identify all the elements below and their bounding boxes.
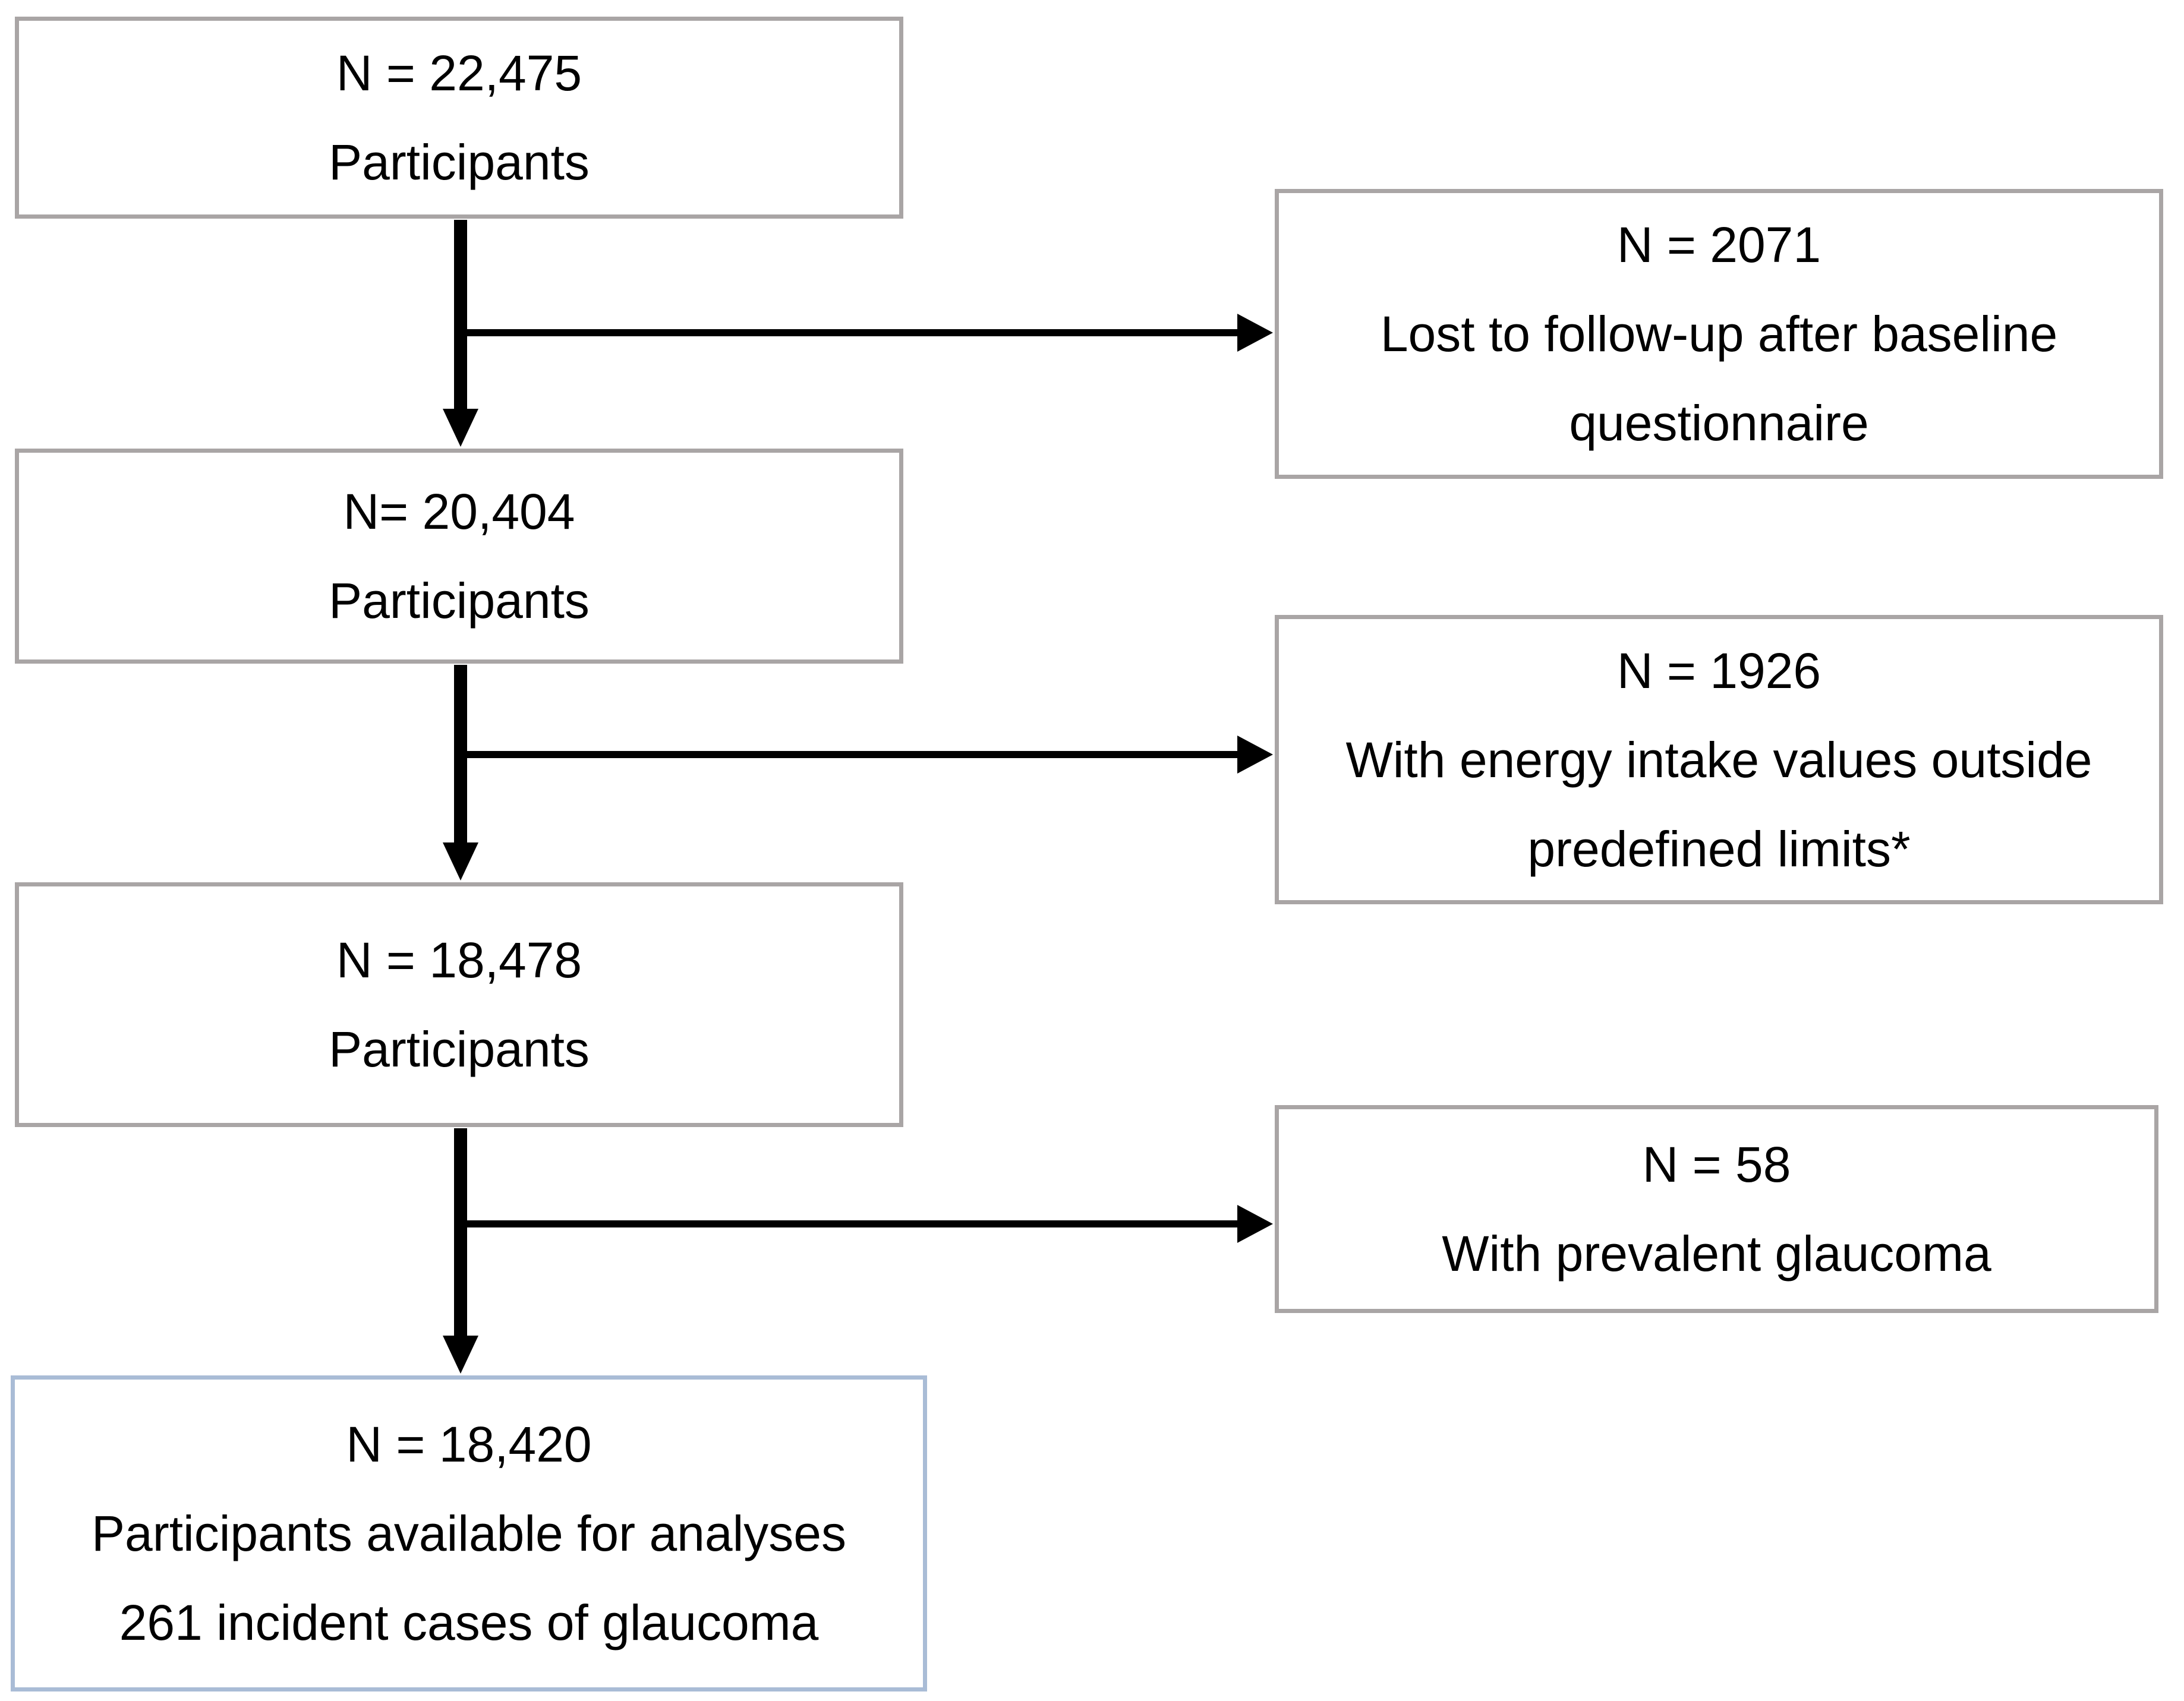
- box-excluded-energy-intake: N = 1926 With energy intake values outsi…: [1275, 615, 2163, 904]
- arrow-down-2: [443, 665, 478, 881]
- box-text-line: Participants: [329, 573, 590, 629]
- n-label: N = 1926: [1616, 642, 1821, 699]
- arrow-branch-2: [464, 736, 1273, 774]
- box-text-line: Participants: [329, 1021, 590, 1077]
- n-label: N= 20,404: [343, 484, 575, 539]
- arrow-down-3: [443, 1128, 478, 1374]
- box-text-line: 261 incident cases of glaucoma: [119, 1595, 819, 1650]
- arrow-down-1: [443, 220, 478, 447]
- box-text-line: Participants: [329, 134, 590, 190]
- box-excluded-lost-to-followup: N = 2071 Lost to follow-up after baselin…: [1275, 189, 2163, 479]
- n-label: N = 22,475: [336, 45, 582, 101]
- arrow-branch-3: [464, 1205, 1273, 1243]
- box-excluded-prevalent-glaucoma: N = 58 With prevalent glaucoma: [1275, 1105, 2158, 1313]
- arrow-branch-1: [464, 314, 1273, 352]
- box-text-line: With energy intake values outside: [1345, 731, 2092, 788]
- box-participants-after-loss-to-followup: N= 20,404 Participants: [15, 449, 903, 664]
- n-label: N = 2071: [1616, 217, 1821, 273]
- box-text-line: questionnaire: [1569, 395, 1869, 451]
- box-initial-participants: N = 22,475 Participants: [15, 17, 903, 219]
- n-label: N = 18,420: [346, 1416, 592, 1472]
- n-label: N = 58: [1642, 1137, 1791, 1192]
- box-text-line: predefined limits*: [1527, 820, 1911, 877]
- box-participants-after-energy-exclusion: N = 18,478 Participants: [15, 882, 903, 1127]
- box-final-analysis-sample: N = 18,420 Participants available for an…: [11, 1375, 927, 1691]
- n-label: N = 18,478: [336, 932, 582, 988]
- box-text-line: Lost to follow-up after baseline: [1380, 306, 2058, 362]
- box-text-line: With prevalent glaucoma: [1442, 1226, 1991, 1282]
- box-text-line: Participants available for analyses: [91, 1506, 846, 1561]
